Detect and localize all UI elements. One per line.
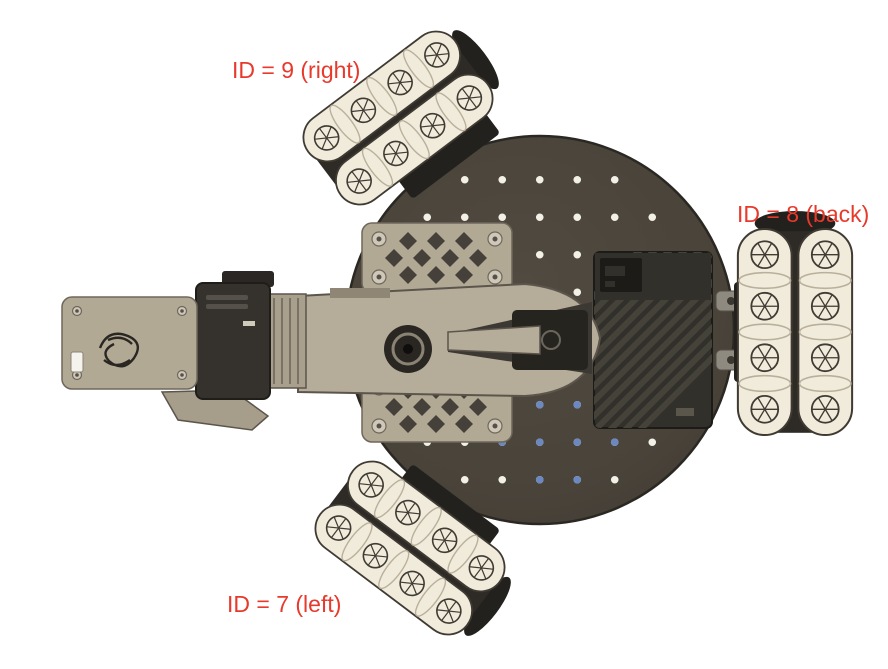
wheel-back-id8: [738, 211, 852, 435]
arm-main-link: [297, 282, 602, 398]
label-wheel-id7: ID = 7 (left): [227, 591, 341, 617]
logo-mark: [98, 332, 140, 368]
vent-panel: [593, 251, 713, 429]
gripper-palm-plate: [61, 296, 198, 390]
diamond-cutouts-top: [385, 232, 487, 284]
label-wheel-id8: ID = 8 (back): [737, 201, 869, 227]
shoulder-joint: [384, 325, 432, 373]
vent-connector: [600, 258, 642, 292]
wheel-bracket-right: [397, 112, 499, 198]
palm-slot: [70, 351, 84, 373]
label-wheel-id9: ID = 9 (right): [232, 57, 360, 83]
wrist-servo: [512, 310, 588, 370]
arm-mount-plate-top: [361, 222, 513, 294]
wheel-bracket-left: [397, 465, 499, 551]
gripper-body: [195, 271, 274, 400]
vent-label-chip: [676, 408, 694, 416]
fork-center-prong: [447, 325, 541, 355]
robot-arm: [61, 222, 602, 443]
